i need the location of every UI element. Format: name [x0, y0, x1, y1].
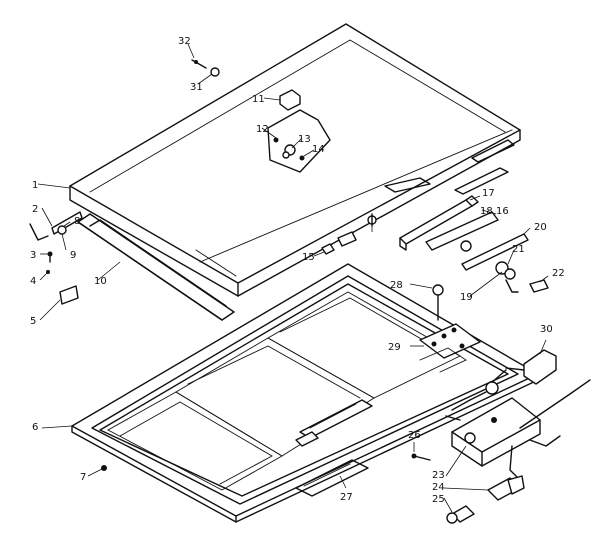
callout-leaders: [37, 43, 549, 513]
clip-15: [321, 231, 357, 255]
callout-19: 19: [460, 292, 473, 303]
cord-and-plug: [446, 379, 591, 524]
thermostat-knob: [432, 284, 444, 321]
handle-trim: [425, 211, 499, 252]
callout-11: 11: [252, 94, 265, 105]
callout-18: 18: [480, 206, 493, 217]
callout-labels: 1234567891011121314151617181920212223242…: [30, 36, 565, 505]
junction-box-cover: [451, 397, 541, 467]
handle: [399, 195, 479, 251]
callout-5: 5: [30, 316, 36, 327]
callout-28: 28: [390, 280, 403, 291]
callout-6: 6: [32, 422, 38, 433]
callout-22: 22: [552, 268, 565, 279]
callout-26: 26: [408, 430, 421, 441]
callout-29: 29: [388, 342, 401, 353]
callout-25: 25: [432, 494, 445, 505]
lid-lock-cap: [367, 213, 377, 227]
callout-17: 17: [482, 188, 495, 199]
callout-14: 14: [312, 144, 325, 155]
callout-4: 4: [30, 276, 36, 287]
callout-16: 16: [496, 206, 509, 217]
callout-3: 3: [30, 250, 36, 261]
power-cord-connector: [445, 349, 557, 421]
label-plate-27: [295, 459, 369, 497]
callout-15: 15: [302, 252, 315, 263]
callout-12: 12: [256, 124, 269, 135]
callout-13: 13: [298, 134, 311, 145]
callout-10: 10: [94, 276, 107, 287]
callout-2: 2: [32, 204, 38, 215]
callout-9: 9: [70, 250, 76, 261]
screw-26: [411, 453, 431, 461]
callout-31: 31: [190, 82, 203, 93]
lock-assembly: [495, 261, 549, 293]
callout-32: 32: [178, 36, 191, 47]
callout-8: 8: [74, 216, 80, 227]
left-hinge-parts: [29, 211, 83, 305]
lock-rod: [461, 233, 529, 271]
lid-gasket: [77, 213, 235, 321]
callout-1: 1: [32, 180, 38, 191]
callout-27: 27: [340, 492, 353, 503]
callout-23: 23: [432, 470, 445, 481]
rear-gasket-strips: [384, 139, 515, 195]
callout-30: 30: [540, 324, 553, 335]
callout-21: 21: [512, 244, 525, 255]
callout-24: 24: [432, 482, 445, 493]
screw-31-32: [191, 59, 220, 77]
callout-20: 20: [534, 222, 547, 233]
callout-7: 7: [80, 472, 86, 483]
